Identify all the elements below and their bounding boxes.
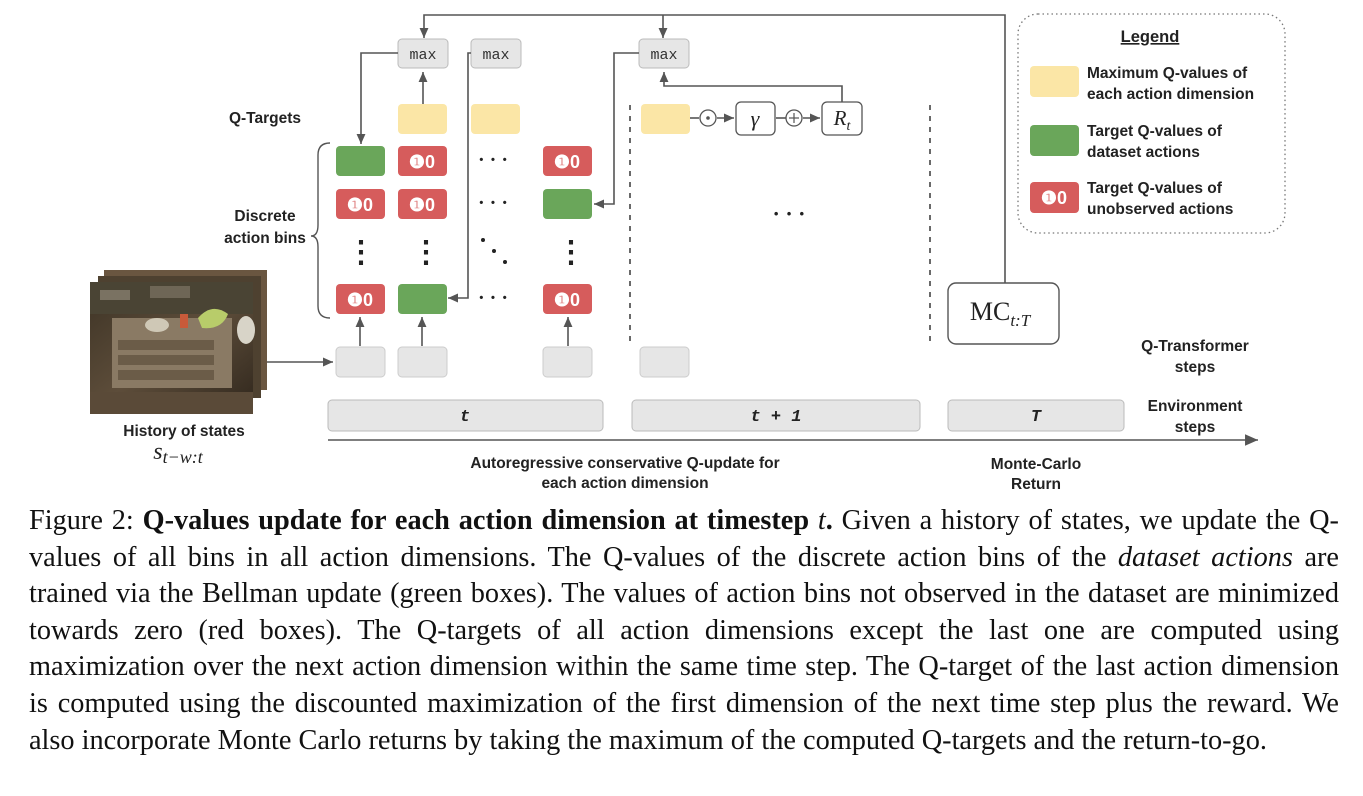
max-label-1: max <box>409 47 436 64</box>
mc-return-label-2: Return <box>1011 476 1061 493</box>
history-photo-stack <box>90 270 267 414</box>
vdots: ⋮ <box>556 236 586 269</box>
reward-box <box>821 101 863 136</box>
legend: Legend Maximum Q-values of each action d… <box>1017 13 1286 234</box>
mc-box <box>947 282 1060 345</box>
discrete-bins-label-2: action bins <box>224 230 306 247</box>
bins-brace <box>310 142 331 319</box>
step-bar-t-label: t <box>460 408 470 427</box>
discount-ops: γ Rt <box>699 101 863 136</box>
autoregressive-label-1: Autoregressive conservative Q-update for <box>470 455 779 472</box>
max-label-3: max <box>650 47 677 64</box>
caption-italic: dataset actions <box>1117 541 1293 573</box>
caption-text-1: Given a history of states, we update the… <box>29 505 1339 573</box>
caption-bold-title: Q-values update for each action dimensio… <box>142 505 833 536</box>
legend-item-2-line-2: dataset actions <box>1087 144 1200 161</box>
qtransformer-steps-label-1: Q-Transformer <box>1141 338 1249 355</box>
legend-swatch-yellow <box>1030 66 1079 97</box>
bin-column-mid-dots: · · · · · · · · · <box>478 149 508 309</box>
separators <box>629 105 931 345</box>
caption-prefix: Figure 2: <box>29 505 143 536</box>
zero-label: ❶0 <box>409 195 435 215</box>
hdots-next-step: · · · <box>772 201 805 226</box>
max-q-boxes <box>398 104 690 134</box>
q-update-diagram: max max max γ Rt Q-T <box>90 13 1286 493</box>
legend-item-3-line-1: Target Q-values of <box>1087 180 1223 197</box>
zero-label: ❶0 <box>554 152 580 172</box>
step-bar-t1 <box>631 399 921 432</box>
legend-item-1-line-1: Maximum Q-values of <box>1087 65 1248 82</box>
max-boxes: max max max <box>397 38 690 69</box>
ddot <box>492 249 496 253</box>
env-step-bars: t t + 1 T <box>327 399 1125 432</box>
step-bar-t1-label: t + 1 <box>750 408 801 427</box>
history-math: st−w:t <box>153 439 203 467</box>
legend-swatch-green <box>1030 125 1079 156</box>
legend-item-2-line-1: Target Q-values of <box>1087 123 1223 140</box>
hdots: · · · <box>478 192 508 214</box>
bin-column-2: ❶0 ❶0 ⋮ <box>398 146 447 314</box>
ddot <box>481 238 485 242</box>
legend-zero-label: ❶0 <box>1041 188 1067 208</box>
token-box <box>335 346 386 378</box>
step-bar-T <box>947 399 1125 432</box>
hdots: · · · <box>478 149 508 171</box>
green-box <box>398 284 447 314</box>
ddot <box>503 260 507 264</box>
red-box <box>336 284 385 314</box>
mc-return-label-1: Monte-Carlo <box>991 456 1081 473</box>
reward-label: Rt <box>833 106 852 134</box>
max-label-2: max <box>482 47 509 64</box>
green-box <box>336 146 385 176</box>
token-box <box>397 346 448 378</box>
token-boxes <box>335 346 690 378</box>
robot-scene-image <box>90 282 255 414</box>
top-connectors <box>419 14 1006 290</box>
env-steps-label-1: Environment <box>1148 398 1243 415</box>
autoregressive-label-2: each action dimension <box>541 475 708 492</box>
max-q-box <box>471 104 520 134</box>
red-box <box>543 284 592 314</box>
legend-frame <box>1017 13 1286 234</box>
max-q-box <box>398 104 447 134</box>
qtransformer-steps-label-2: steps <box>1175 359 1216 376</box>
step-bar-t <box>327 399 604 432</box>
env-steps-label-2: steps <box>1175 419 1216 436</box>
odot-dot <box>706 116 710 120</box>
zero-label: ❶0 <box>347 195 373 215</box>
figure-caption: Figure 2: Q-values update for each actio… <box>29 503 1339 759</box>
history-label: History of states <box>123 423 244 440</box>
token-box <box>639 346 690 378</box>
zero-label: ❶0 <box>409 152 435 172</box>
legend-title: Legend <box>1121 28 1180 46</box>
hdots: · · · <box>478 287 508 309</box>
zero-label: ❶0 <box>347 290 373 310</box>
mc-label: MCt:T <box>970 297 1032 330</box>
legend-item-1-line-2: each action dimension <box>1087 86 1254 103</box>
red-box <box>543 146 592 176</box>
flow-arrows <box>266 52 843 367</box>
bin-column-1: ❶0 ⋮ ❶0 <box>336 146 385 314</box>
caption-text-2: are trained via the Bellman update (gree… <box>29 541 1339 756</box>
token-box <box>542 346 593 378</box>
gamma-box <box>735 101 776 136</box>
red-box <box>398 189 447 219</box>
q-targets-label: Q-Targets <box>229 110 301 127</box>
discrete-bins-label-1: Discrete <box>234 208 296 225</box>
green-box <box>543 189 592 219</box>
legend-item-3-line-2: unobserved actions <box>1087 201 1233 218</box>
vdots: ⋮ <box>411 236 441 269</box>
max-q-box <box>641 104 690 134</box>
vdots: ⋮ <box>346 236 376 269</box>
legend-swatch-red <box>1030 182 1079 213</box>
zero-label: ❶0 <box>554 290 580 310</box>
step-bar-T-label: T <box>1031 408 1042 427</box>
red-box <box>398 146 447 176</box>
red-box <box>336 189 385 219</box>
gamma-label: γ <box>751 106 761 131</box>
bin-column-last: ❶0 ⋮ ❶0 <box>543 146 592 314</box>
